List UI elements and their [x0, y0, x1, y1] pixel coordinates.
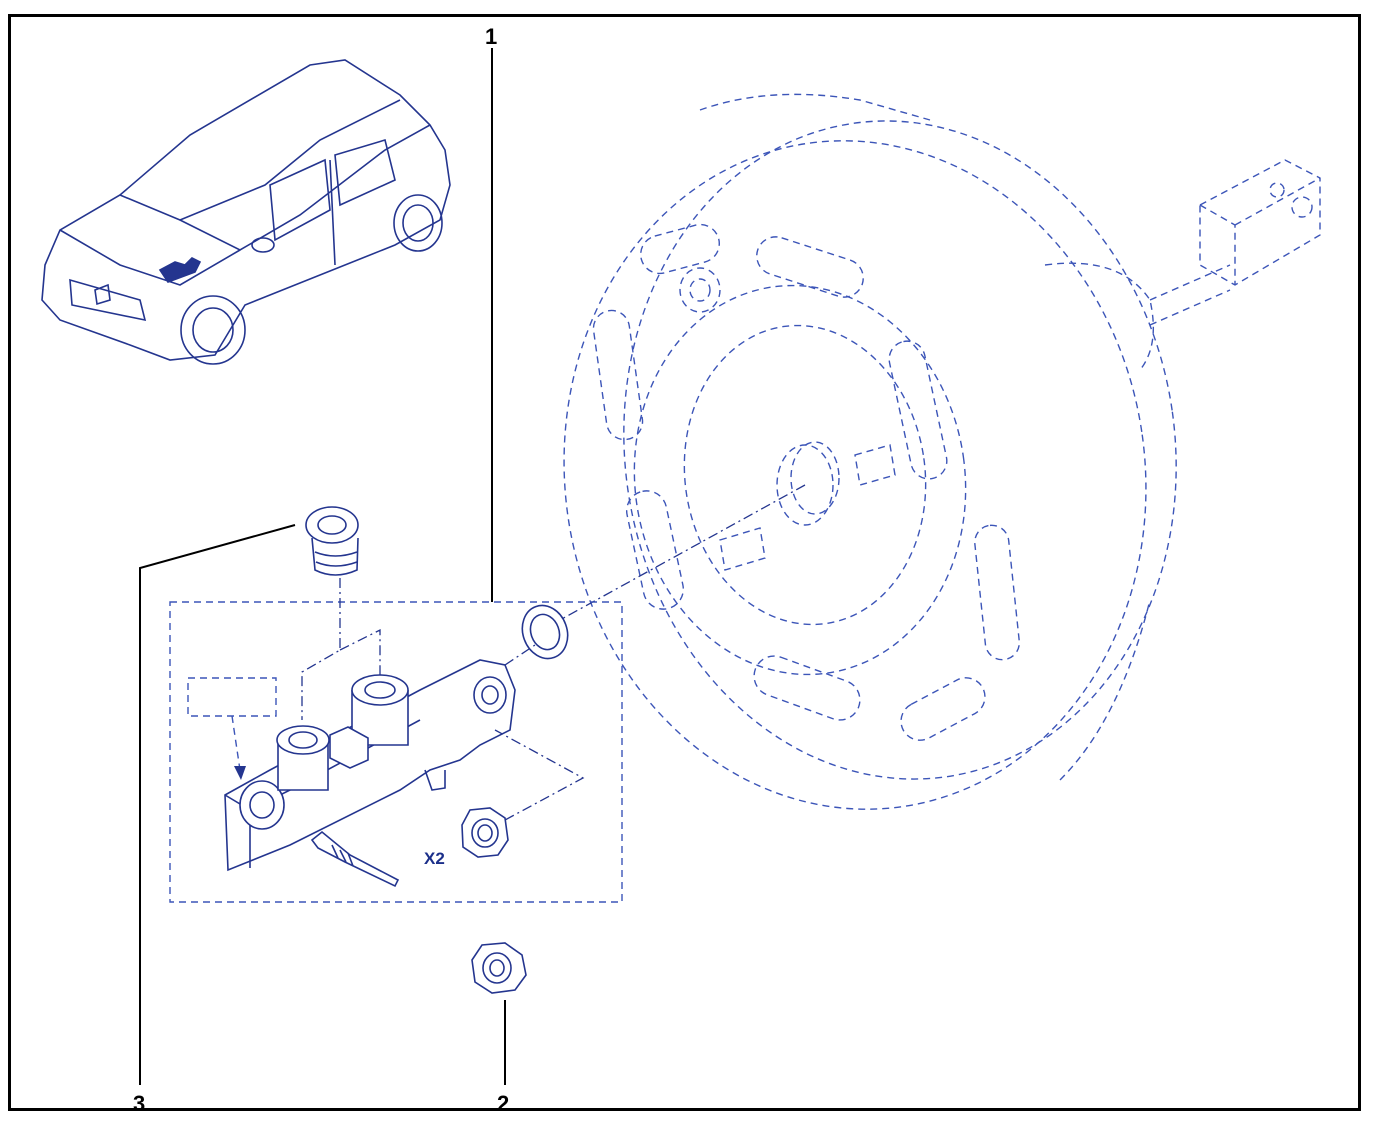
assembly-boundary	[169, 601, 623, 903]
flange-centerline	[504, 644, 536, 666]
quantity-label: X2	[424, 849, 445, 868]
vehicle-location-thumbnail	[41, 59, 451, 365]
brake-booster-outline	[563, 93, 1321, 810]
leader-line-3	[139, 524, 296, 1085]
flange-nut-x2	[461, 807, 509, 858]
master-cylinder-body	[224, 659, 516, 872]
sensor-rod	[310, 830, 400, 888]
callout-1: 1	[485, 24, 497, 49]
callout-3: 3	[133, 1091, 145, 1116]
reservoir-arrow-head	[234, 766, 246, 780]
o-ring-seal	[521, 604, 569, 660]
grommet-part-3	[305, 506, 359, 576]
grommet-centerline	[301, 578, 341, 720]
grommet-centerline-2	[339, 628, 381, 680]
reservoir-placeholder	[187, 677, 277, 717]
alignment-centerline	[559, 484, 806, 621]
flange-nut-part-2	[471, 942, 527, 994]
nut-centerline	[494, 729, 585, 821]
callout-2: 2	[497, 1091, 509, 1116]
reservoir-arrow-line	[231, 715, 241, 771]
